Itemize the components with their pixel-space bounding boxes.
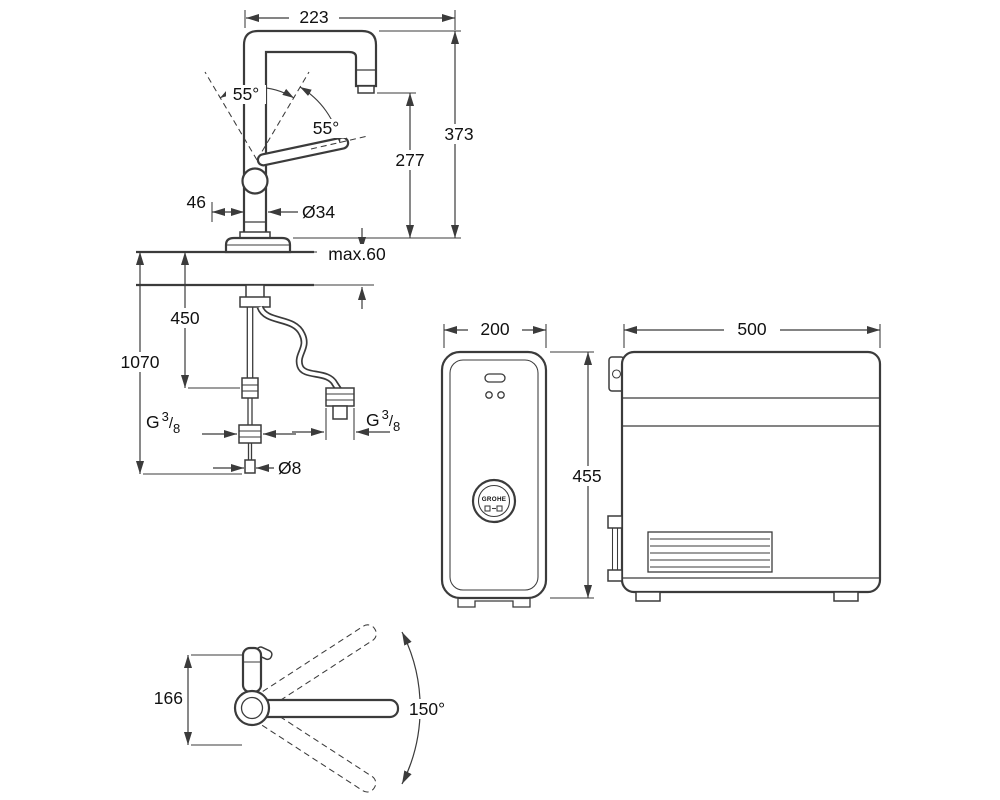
dim-cooler-height-label: 455 [572,466,601,486]
dim-hose-length-mid: 450 [162,252,240,389]
lever-top [241,646,263,694]
mounting-nut [239,296,271,308]
dim-hose-length-mid-label: 450 [170,308,199,328]
body-top [233,689,271,727]
thread-connector-left [238,424,262,444]
dim-offset-label: 46 [187,192,206,212]
faucet-top-body [233,646,400,727]
dim-counter-thickness: max.60 [317,228,397,309]
dim-outlet-height-label: 277 [395,150,424,170]
spout-swivel-down [249,703,377,793]
dim-body-diameter-label: Ø34 [302,202,335,222]
dim-body-diameter: Ø34 [268,202,335,222]
dim-hose-length-total-label: 1070 [121,352,160,372]
faucet-top-view: 166 150° [154,624,454,793]
swivel-range: 150° [249,624,454,793]
dim-spout-reach: 223 [244,7,456,30]
indicator-led-right [497,391,505,399]
cooler-side-view: 500 [607,319,882,602]
hose-tip [244,459,256,474]
cooler-front-feet [457,598,531,608]
cooler-front-view: 200 GROHE 455 [440,319,612,608]
dim-total-height-label: 373 [444,124,473,144]
mounting-hoses [238,284,355,474]
status-slot [484,373,506,383]
dim-counter-thickness-label: max.60 [328,244,386,264]
cooler-side-housing [620,350,882,594]
dim-cooler-depth-label: 500 [737,319,766,339]
dim-total-height: 373 [293,30,484,239]
cooler-front-housing [440,350,548,600]
faucet-front-view: 223 373 277 55° 55° [114,7,484,478]
dim-top-depth: 166 [154,654,243,746]
spout-top [250,698,400,719]
indicator-led-left [485,391,493,399]
faucet-body [224,29,378,254]
dim-hose-length-total: 1070 [114,252,242,475]
dim-cooler-height: 455 [550,351,612,599]
dim-spout-reach-label: 223 [299,7,328,27]
ventilation-grille [647,531,773,573]
hose-fitting [241,377,259,399]
dim-cooler-width: 200 [443,319,547,348]
cooler-front-panel [449,359,539,591]
dim-offset: 46 [187,192,244,222]
dim-handle-angle-top-label: 55° [233,84,259,104]
dim-top-depth-label: 166 [154,688,183,708]
dim-cooler-depth: 500 [623,319,881,348]
aerator [357,85,375,94]
brand-badge: GROHE [471,478,517,524]
lever-handle [256,136,350,167]
dim-hose-diameter: Ø8 [213,458,301,478]
dim-hose-diameter-label: Ø8 [278,458,301,478]
dim-handle-angle-side-label: 55° [313,118,339,138]
handle-angle-annotations: 55° 55° [204,71,369,161]
spout-swivel-up [250,624,377,714]
dim-outlet-height: 277 [377,92,434,238]
side-foot-left [635,591,661,602]
lever-joint [241,167,269,195]
dim-cooler-width-label: 200 [480,319,509,339]
side-foot-right [833,591,859,602]
side-hose-connection [607,515,623,582]
dim-swivel-angle-label: 150° [409,699,445,719]
brand-logo-text: GROHE [482,496,507,503]
thread-connector-right [325,387,355,407]
